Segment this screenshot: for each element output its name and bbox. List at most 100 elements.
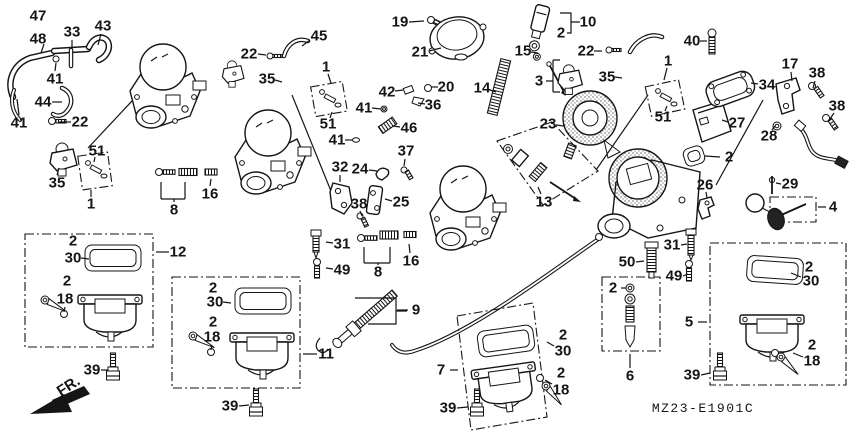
leader-line-35 <box>56 167 60 176</box>
callout-8: 8 <box>170 202 178 219</box>
pin-kit-4 <box>769 196 817 223</box>
callout-28: 28 <box>761 128 778 145</box>
bracket-screws-38 <box>808 82 839 131</box>
callout-4: 4 <box>829 199 838 216</box>
carburetor-body-1 <box>129 43 207 129</box>
callout-38: 38 <box>829 98 846 115</box>
drain-bolt-39 <box>105 352 121 381</box>
callout-26: 26 <box>697 177 714 194</box>
starter-valve-mid <box>221 37 348 197</box>
leader-line-26 <box>705 191 708 199</box>
assembly-line <box>715 99 764 186</box>
leader-line-1 <box>327 73 332 84</box>
callout-2: 2 <box>609 280 617 297</box>
callout-46: 46 <box>401 120 418 137</box>
choke-arm <box>745 193 785 231</box>
callout-21: 21 <box>412 44 429 61</box>
callout-49: 49 <box>334 262 351 279</box>
callout-22: 22 <box>241 46 258 63</box>
leader-line-13 <box>537 186 542 195</box>
leader-line-30 <box>790 272 802 278</box>
bowl-kit-7 <box>456 302 568 431</box>
callout-11: 11 <box>318 346 334 363</box>
callout-30: 30 <box>803 273 820 290</box>
drain-bolt-39 <box>712 352 728 381</box>
leader-line-30 <box>546 341 555 347</box>
callout-51: 51 <box>89 143 106 160</box>
callout-35: 35 <box>259 71 276 88</box>
callout-13: 13 <box>536 194 553 211</box>
callout-27: 27 <box>729 115 746 132</box>
vacuum-piston-diaphragm <box>562 90 621 160</box>
leader-line-19 <box>408 20 425 23</box>
callout-2: 2 <box>69 233 77 250</box>
starter-valve-right <box>557 33 686 171</box>
callout-37: 37 <box>398 143 415 160</box>
callout-41: 41 <box>47 71 64 88</box>
callout-22: 22 <box>578 43 595 60</box>
leader-line-43 <box>97 33 102 46</box>
callout-2: 2 <box>725 149 733 166</box>
leader-line-38 <box>812 80 816 89</box>
callout-22: 22 <box>72 114 89 131</box>
callout-9: 9 <box>412 302 420 319</box>
leader-line-2 <box>704 155 721 158</box>
leader-line-30 <box>222 301 232 304</box>
callout-39: 39 <box>684 367 701 384</box>
chamber-top-cover <box>428 16 487 61</box>
leader-line-16 <box>408 243 411 254</box>
sync-spring-set-left <box>155 167 218 202</box>
slide-needle-kit-13 <box>496 121 599 206</box>
leader-line-49 <box>325 267 334 270</box>
callout-31: 31 <box>334 236 351 253</box>
callout-6: 6 <box>626 368 634 385</box>
sync-spring-set-right <box>357 230 417 265</box>
bowl-kit-5 <box>709 242 847 386</box>
callout-45: 45 <box>311 28 328 45</box>
joint-gasket-2 <box>682 145 706 167</box>
cable-bracket-17 <box>775 77 801 115</box>
leader-line-45 <box>301 39 311 47</box>
leader-line-37 <box>403 158 406 167</box>
callout-30: 30 <box>555 343 572 360</box>
leader-line-35 <box>274 79 283 83</box>
throttle-spring <box>486 57 512 117</box>
callout-2: 2 <box>557 365 565 382</box>
needle-jet-set <box>528 4 551 61</box>
leader-line-18 <box>210 344 213 351</box>
leader-line-30 <box>80 257 90 260</box>
leader-line-41 <box>54 62 57 72</box>
leader-line-42 <box>394 89 404 92</box>
callout-51: 51 <box>655 109 672 126</box>
leader-line-35 <box>614 76 623 79</box>
carburetor-body-2 <box>234 109 312 195</box>
callout-44: 44 <box>35 94 52 111</box>
callout-39: 39 <box>84 362 101 379</box>
leader-line-22 <box>257 53 267 56</box>
leader-line-27 <box>721 119 729 123</box>
pilot-screw-kit-left <box>310 229 322 279</box>
leader-line-28 <box>771 125 776 131</box>
leader-line-16 <box>209 178 212 187</box>
callout-12: 12 <box>170 244 187 261</box>
leader-line-46 <box>392 125 401 128</box>
leader-line-31 <box>325 241 334 244</box>
carburetor-body-3 <box>429 165 507 251</box>
bracket-10 <box>560 12 580 34</box>
callout-41: 41 <box>329 132 346 149</box>
callout-2: 2 <box>559 327 567 344</box>
callout-20: 20 <box>438 79 455 96</box>
leader-line-18 <box>792 352 804 358</box>
drain-bolt-39 <box>248 388 264 417</box>
callout-30: 30 <box>65 250 82 267</box>
fr-direction-arrow: FR. <box>30 373 90 414</box>
callout-38: 38 <box>809 65 826 82</box>
leader-line-51 <box>664 105 668 112</box>
callout-33: 33 <box>64 24 81 41</box>
carburetor-body-4 <box>597 148 701 239</box>
hook-bracket-26 <box>697 196 715 220</box>
leader-line-17 <box>790 71 793 82</box>
callout-2: 2 <box>557 25 565 42</box>
callout-8: 8 <box>374 264 382 281</box>
